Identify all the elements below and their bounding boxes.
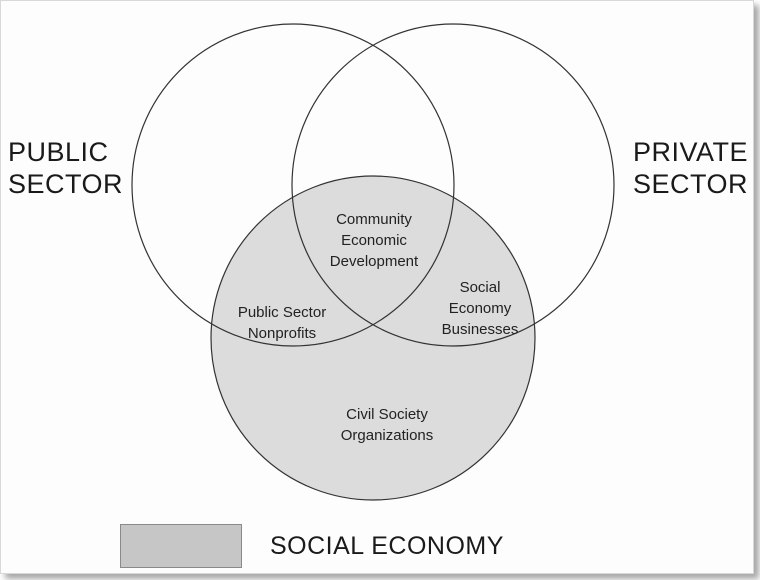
social-economy-circle: [210, 175, 536, 501]
public-sector-label: PUBLIC SECTOR: [8, 137, 124, 199]
community-economic-development-label: Community Economic Development: [329, 211, 419, 270]
public-sector-nonprofits-label: Public Sector Nonprofits: [237, 304, 327, 342]
social-economy-circle-fill: [211, 176, 535, 500]
civil-society-organizations-label: Civil Society Organizations: [340, 406, 434, 444]
legend-label: SOCIAL ECONOMY: [270, 532, 504, 560]
social-economy-businesses-label: Social Economy Businesses: [441, 279, 519, 338]
legend-swatch: [120, 524, 242, 568]
public-sector-circle: [131, 23, 455, 347]
private-sector-circle: [291, 23, 615, 347]
private-sector-label: PRIVATE SECTOR: [633, 137, 749, 199]
